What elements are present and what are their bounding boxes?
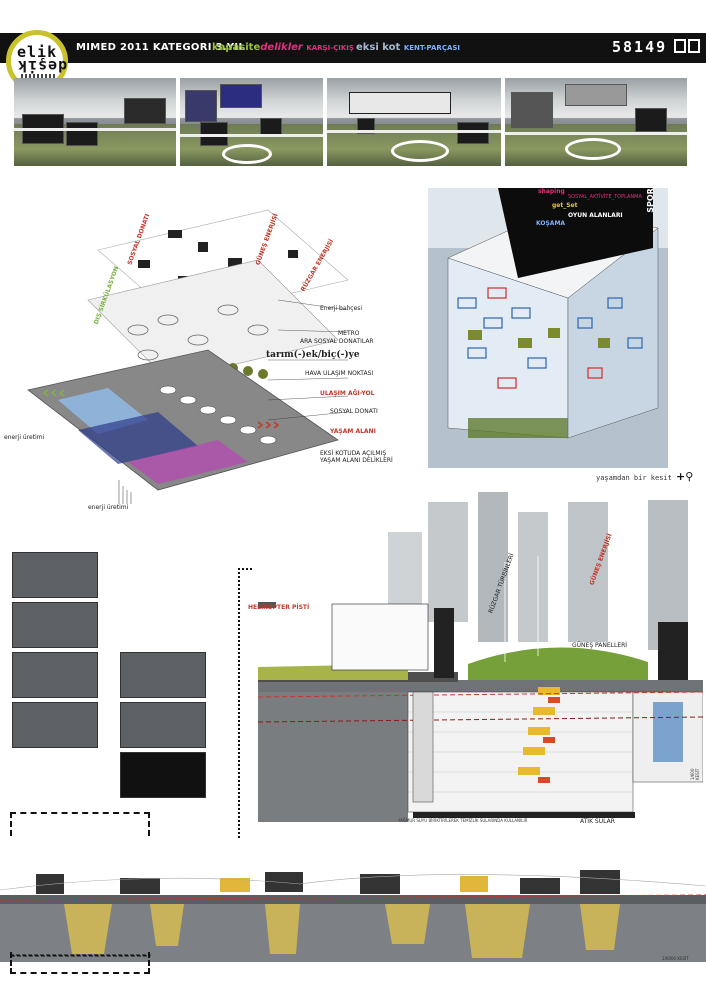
label-long-section-scale: 1/6000 KESİT: [662, 956, 689, 961]
concept-b-part2: KENT-PARÇASI: [403, 44, 461, 52]
label-metro: METRO: [338, 330, 360, 337]
tag-get-set: get_Set: [552, 202, 578, 209]
label-minus-level: EKSİ KOTUDA AÇILMIŞ YAŞAM ALANI DELİKLER…: [320, 450, 393, 464]
exploded-isometric-diagram: [27, 209, 349, 504]
label-section-scale: 1/600 KESİT: [690, 768, 700, 780]
project-id: 58149: [612, 38, 668, 56]
plan-thumbnail: [120, 702, 206, 748]
plan-thumbnail: [12, 702, 98, 748]
plan-thumbnail: [120, 652, 206, 698]
tag-sport: SPOR: [645, 188, 655, 213]
label-waste-water: ATIK SULAR: [580, 818, 615, 825]
logo-text-top: elik: [17, 43, 58, 61]
concept-a-part2: delikler: [260, 42, 303, 53]
label-living-area: YAŞAM ALANI: [330, 428, 376, 435]
tag-shaping: shaping: [538, 188, 565, 195]
frame-icon: [674, 39, 686, 53]
label-air-transport: HAVA ULAŞIM NOKTASI: [305, 370, 374, 377]
plan-thumbnail: [12, 602, 98, 648]
render-panel-1: [14, 78, 176, 166]
logo-text-bottom: deşik: [17, 57, 68, 75]
render-panel-4: [505, 78, 687, 166]
label-social-facility: SOSYAL DONATI: [330, 408, 378, 415]
plan-thumbnail: [12, 552, 98, 598]
long-section: [0, 870, 706, 962]
label-energy-production-2: enerji üretimi: [88, 504, 129, 511]
concept-b-part1: eksi kot: [356, 42, 401, 53]
tag-play-areas: OYUN ALANLARI: [568, 212, 623, 219]
label-energy-garden: Enerji bahçesi: [320, 305, 363, 312]
competition-title: MIMED 2011 KATEGORI 3.YIL: [76, 42, 246, 53]
label-solar-panels: GÜNEŞ PANELLERİ: [572, 642, 628, 649]
dotted-frame: [238, 568, 242, 838]
concept-title-a: kapasitedelikler KARŞI-ÇIKIŞ: [212, 42, 354, 53]
concept-a-part3: KARŞI-ÇIKIŞ: [306, 44, 354, 52]
header-bar: [0, 33, 706, 63]
render-panel-2: [180, 78, 323, 166]
ground-plane-layer: [27, 349, 339, 491]
tower-render: shaping get_Set OYUN ALANLARI SPOR KOŞAM…: [428, 188, 668, 468]
label-agriculture: tarım(-)ek/biç(-)ye: [266, 350, 360, 360]
label-energy-production: enerji üretimi: [4, 434, 45, 441]
dashed-frame: [10, 812, 150, 836]
tag-running: KOŞAMA: [536, 220, 566, 227]
label-rainwater: YAĞMUR SUYU BİRİKTİRİLEREK TEMİZLİK SULA…: [398, 818, 528, 823]
tag-social-activity: SOSYAL_AKTİVİTE_TOPLANMA: [568, 194, 642, 200]
plan-thumbnail: [120, 752, 206, 798]
concept-a-part1: kapasite: [212, 42, 261, 53]
tower-caption: yaşamdan bir kesit: [596, 474, 672, 482]
dashed-frame: [10, 952, 150, 974]
label-social-facilities: ARA SOSYAL DONATILAR: [300, 338, 374, 345]
label-helipad: HELİKOPTER PİSTİ: [248, 604, 310, 611]
render-panel-3: [327, 78, 501, 166]
dotted-frame: [238, 568, 252, 572]
plan-thumbnail: [12, 652, 98, 698]
label-road-network: ULAŞIM AĞI-YOL: [320, 390, 375, 397]
zoom-icon: +⚲: [676, 470, 694, 483]
concept-title-b: eksi kot KENT-PARÇASI: [356, 42, 460, 53]
detail-section: [257, 492, 703, 822]
frame-icon: [688, 39, 700, 53]
